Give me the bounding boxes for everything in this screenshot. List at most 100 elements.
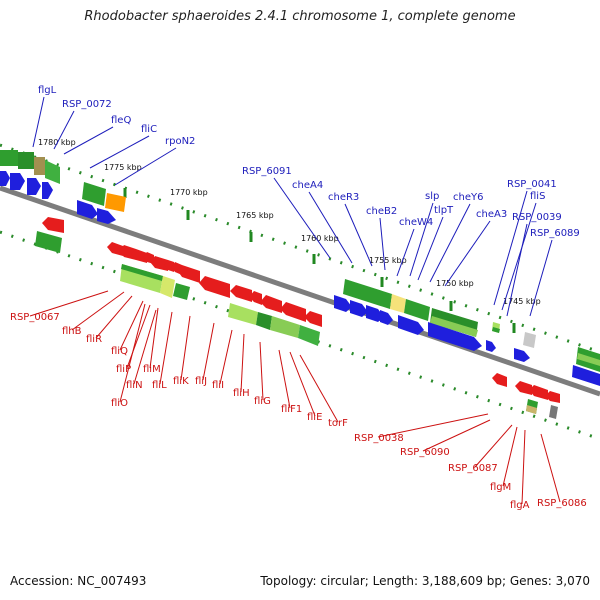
- right-edge-features: [492, 347, 600, 419]
- forward-gene: [380, 310, 393, 325]
- gene-label[interactable]: flgL: [38, 85, 57, 96]
- reverse-gene: [492, 373, 507, 387]
- gene-label[interactable]: cheB2: [366, 206, 397, 217]
- forward-gene: [0, 171, 10, 186]
- leader-line: [114, 147, 177, 186]
- rna-feature: [404, 299, 430, 321]
- reverse-gene: [150, 256, 168, 271]
- gene-label[interactable]: RSP_0072: [62, 99, 112, 110]
- reverse-gene: [164, 260, 174, 272]
- leader-line: [377, 413, 489, 438]
- gene-label[interactable]: torF: [328, 418, 348, 429]
- gene-label[interactable]: fliE: [307, 412, 322, 423]
- leader-line: [133, 309, 157, 385]
- rna-feature: [492, 327, 500, 333]
- gene-label[interactable]: fliL: [152, 380, 167, 391]
- gene-label[interactable]: fliQ: [111, 346, 128, 357]
- rna-feature: [18, 152, 34, 169]
- gene-label[interactable]: slp: [425, 191, 439, 202]
- gray-feature: [523, 332, 536, 348]
- reverse-gene: [529, 385, 548, 400]
- gene-label[interactable]: fliK: [173, 376, 189, 387]
- forward-gene: [514, 348, 530, 362]
- gene-label[interactable]: RSP_6090: [400, 447, 450, 458]
- leader-line: [444, 220, 491, 287]
- gene-label[interactable]: cheY6: [453, 192, 483, 203]
- forward-gene: [334, 295, 352, 312]
- gene-label[interactable]: cheR3: [328, 192, 359, 203]
- leader-line: [119, 303, 146, 403]
- reverse-gene: [260, 295, 282, 313]
- leader-line: [396, 228, 415, 277]
- forward-gene: [42, 182, 53, 199]
- leader-line: [63, 126, 114, 155]
- gene-label[interactable]: RSP_6089: [530, 228, 580, 239]
- forward-gene: [10, 173, 25, 190]
- gene-label[interactable]: RSP_6086: [537, 498, 587, 509]
- light-feature: [430, 316, 478, 337]
- leader-line: [240, 333, 245, 393]
- gene-label[interactable]: cheW4: [399, 217, 433, 228]
- scale-label: 1745 kbp: [503, 297, 541, 306]
- leader-line: [126, 304, 151, 369]
- gene-label[interactable]: fliR: [86, 334, 102, 345]
- rna-feature: [0, 150, 18, 166]
- reverse-gene: [199, 276, 230, 298]
- leader-line: [71, 291, 125, 331]
- minus-strand-guide: [0, 230, 600, 441]
- gene-label[interactable]: flgA: [510, 500, 530, 511]
- gene-label[interactable]: fliO: [111, 398, 128, 409]
- gene-label[interactable]: fliM: [143, 364, 161, 375]
- gene-label[interactable]: RSP_0067: [10, 312, 60, 323]
- rna-feature: [45, 160, 60, 184]
- reverse-gene: [131, 249, 147, 263]
- leader-line: [32, 96, 45, 148]
- rna-feature: [256, 312, 272, 330]
- gene-label[interactable]: RSP_6091: [242, 166, 292, 177]
- gene-label[interactable]: fliH: [233, 388, 250, 399]
- light-feature: [390, 294, 406, 313]
- gene-label[interactable]: fliS: [530, 191, 545, 202]
- gene-label[interactable]: flgM: [490, 482, 511, 493]
- gene-label[interactable]: RSP_6087: [448, 463, 498, 474]
- leader-line: [540, 433, 561, 503]
- gene-label[interactable]: fleQ: [111, 115, 131, 126]
- plus-strand-genes: [334, 279, 536, 362]
- gene-label[interactable]: fliC: [141, 124, 157, 135]
- forward-gene: [350, 300, 368, 317]
- gene-label[interactable]: cheA4: [292, 180, 323, 191]
- leader-line: [417, 216, 444, 281]
- scale-label: 1755 kbp: [369, 256, 407, 265]
- gene-label[interactable]: fliG: [254, 396, 271, 407]
- gray-feature: [549, 405, 558, 419]
- gene-label[interactable]: tlpT: [434, 205, 454, 216]
- minus-strand-genes: [107, 242, 322, 346]
- reverse-gene: [249, 291, 262, 305]
- gene-label[interactable]: RSP_0041: [507, 179, 557, 190]
- light-feature: [228, 303, 258, 325]
- leader-line: [119, 300, 144, 351]
- leader-line: [273, 177, 331, 259]
- gene-label[interactable]: fliN: [126, 380, 143, 391]
- rna-feature: [173, 283, 190, 300]
- reverse-gene: [304, 311, 322, 327]
- leader-line: [422, 419, 491, 452]
- gene-label[interactable]: RSP_0039: [512, 212, 562, 223]
- gene-label[interactable]: rpoN2: [165, 136, 195, 147]
- leader-line: [89, 135, 150, 169]
- gene-label[interactable]: fliI: [212, 380, 224, 391]
- gene-label[interactable]: fliF1: [281, 404, 302, 415]
- leader-line: [409, 202, 434, 277]
- leader-line: [502, 426, 518, 487]
- rna-feature: [34, 157, 45, 175]
- gene-label[interactable]: flhB: [62, 326, 82, 337]
- leader-line: [379, 217, 386, 271]
- gene-label[interactable]: fliP: [116, 364, 131, 375]
- gene-label[interactable]: fliJ: [195, 376, 207, 387]
- gene-label[interactable]: RSP_0038: [354, 433, 404, 444]
- gene-label[interactable]: cheA3: [476, 209, 507, 220]
- reverse-gene: [119, 245, 136, 260]
- leader-line: [529, 239, 553, 317]
- scale-label: 1760 kbp: [301, 234, 339, 243]
